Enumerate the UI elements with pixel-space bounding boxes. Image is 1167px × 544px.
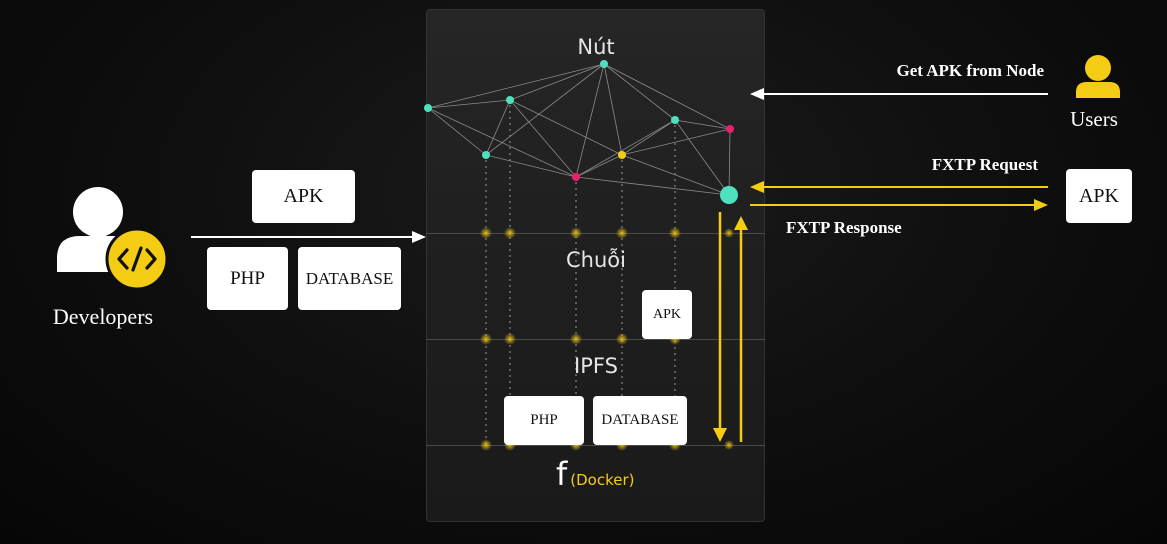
layer-title-node: Nút: [577, 35, 615, 59]
node-teal: [424, 104, 432, 112]
get-apk-label: Get APK from Node: [896, 61, 1044, 80]
developer-database-box: DATABASE: [298, 247, 401, 310]
ipfs-php-box: PHP: [504, 396, 584, 445]
node-teal: [506, 96, 514, 104]
node-pink: [726, 125, 734, 133]
node-teal: [671, 116, 679, 124]
fxtp-request-arrow: [750, 181, 1048, 193]
layer-title-chain: Chuỗi: [566, 248, 626, 272]
node-teal: [482, 151, 490, 159]
layer-divider-ipfs-func: [426, 445, 765, 446]
fxtp-request-label: FXTP Request: [931, 155, 1038, 174]
dotted-drop-lines: [485, 105, 676, 445]
fxtp-response-label: FXTP Response: [786, 218, 902, 237]
developers-label: Developers: [52, 304, 154, 329]
node-teal: [600, 60, 608, 68]
users-person-icon: [1076, 55, 1120, 98]
developer-php-box: PHP: [207, 247, 288, 310]
node-large-teal: [720, 186, 738, 204]
developer-apk-box: APK: [252, 170, 355, 223]
fxtp-response-arrow: [750, 199, 1048, 211]
network-edges: [427, 63, 731, 196]
layer-title-ipfs: IPFS: [574, 354, 618, 378]
node-pink: [572, 173, 580, 181]
network-nodes: [424, 60, 738, 204]
get-apk-arrow: [750, 88, 1048, 100]
chain-apk-box: APK: [642, 290, 692, 339]
ipfs-database-box: DATABASE: [593, 396, 687, 445]
vertical-flow-arrows: [713, 212, 748, 442]
function-symbol: f: [556, 455, 568, 493]
users-label: Users: [1070, 107, 1118, 131]
layer-divider-node-chain: [426, 233, 765, 234]
developer-user-icon: [57, 187, 169, 291]
node-yellow: [618, 151, 626, 159]
layer-title-function: f(Docker): [556, 455, 635, 493]
users-apk-box: APK: [1066, 169, 1132, 223]
layer-divider-chain-ipfs: [426, 339, 765, 340]
code-icon: [117, 246, 157, 272]
developer-upload-arrow: [191, 231, 426, 243]
docker-label: (Docker): [570, 471, 635, 489]
